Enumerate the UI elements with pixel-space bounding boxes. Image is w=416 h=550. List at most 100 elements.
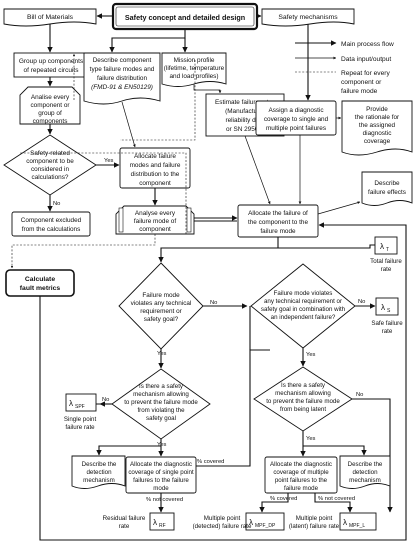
- safety-mechanisms-box: Safety mechanisms: [261, 8, 355, 27]
- svg-text:type failure modes and: type failure modes and: [90, 66, 155, 73]
- provide-rationale-doc: Provide the rationale for the assigned d…: [341, 100, 413, 156]
- svg-text:Group up components: Group up components: [19, 58, 84, 65]
- svg-text:reliability data: reliability data: [225, 117, 265, 124]
- svg-text:Safe failure: Safe failure: [371, 320, 403, 327]
- svg-text:any technical requirement or: any technical requirement or: [264, 298, 342, 305]
- svg-text:(detected) failure rate: (detected) failure rate: [193, 523, 252, 530]
- svg-text:Multiple point: Multiple point: [296, 515, 333, 522]
- mission-profile-doc: Mission profile (lifetime, temperature a…: [161, 52, 227, 87]
- svg-text:safety goal?: safety goal?: [144, 316, 179, 323]
- analyse-failure-modes-loop: Analyse every failure mode of component: [115, 205, 195, 235]
- lambda-safe-box: λ S: [375, 297, 399, 316]
- svg-text:calculations?: calculations?: [32, 174, 69, 181]
- svg-text:the rationale for: the rationale for: [355, 114, 400, 121]
- svg-text:Describe component: Describe component: [93, 57, 152, 64]
- svg-text:detection: detection: [86, 469, 112, 476]
- bill-of-materials-label: Bill of Materials: [27, 14, 74, 21]
- svg-text:λ: λ: [381, 303, 385, 312]
- legend-repeat-2: component or: [341, 79, 382, 86]
- svg-text:(lifetime, temperature: (lifetime, temperature: [164, 65, 225, 72]
- lambda-rf-box: λ RF: [149, 512, 175, 531]
- svg-text:an independent failure?: an independent failure?: [271, 314, 336, 321]
- title-box: Safety concept and detailed design: [111, 2, 259, 31]
- violates-safety-goal-decision: Failure mode violates any technical requ…: [118, 262, 204, 350]
- svg-text:rate: rate: [382, 328, 393, 335]
- svg-text:to prevent the failure mode: to prevent the failure mode: [124, 399, 198, 406]
- svg-text:Allocate the diagnostic: Allocate the diagnostic: [130, 461, 192, 468]
- describe-detection-right-doc: Describe the detection mechanism: [339, 455, 391, 489]
- svg-text:component: component: [139, 180, 171, 187]
- legend-main-flow: Main process flow: [341, 41, 394, 48]
- svg-text:distribution to the: distribution to the: [131, 171, 180, 178]
- svg-text:No: No: [102, 397, 109, 403]
- svg-text:% covered: % covered: [197, 459, 224, 465]
- svg-text:SPF: SPF: [75, 404, 85, 410]
- total-failure-rate-1: Total failure: [370, 258, 402, 265]
- svg-text:component or: component or: [30, 102, 70, 109]
- svg-text:Yes: Yes: [104, 158, 114, 164]
- svg-text:violates any technical: violates any technical: [131, 300, 192, 307]
- svg-text:% not covered: % not covered: [146, 497, 183, 503]
- svg-text:Analyse every: Analyse every: [135, 210, 176, 217]
- svg-text:detection: detection: [352, 469, 378, 476]
- svg-text:from violating the: from violating the: [137, 407, 185, 414]
- svg-text:failure mode of: failure mode of: [134, 218, 176, 225]
- svg-text:component: component: [139, 226, 171, 233]
- svg-text:and load profiles): and load profiles): [169, 73, 218, 80]
- svg-text:T: T: [386, 247, 389, 253]
- svg-text:Describe the: Describe the: [348, 461, 383, 468]
- lambda-total-box: λ T: [374, 236, 398, 255]
- svg-text:to prevent the failure mode: to prevent the failure mode: [266, 398, 340, 405]
- svg-text:% not covered: % not covered: [318, 496, 355, 502]
- svg-text:failure mode: failure mode: [260, 228, 296, 235]
- safety-related-decision: Safety-related component to be considere…: [3, 134, 97, 196]
- svg-text:coverage of single point: coverage of single point: [128, 469, 194, 476]
- svg-text:Is there a safety: Is there a safety: [281, 382, 326, 389]
- svg-text:% covered: % covered: [270, 496, 297, 502]
- svg-text:the assigned: the assigned: [359, 122, 396, 129]
- svg-text:(FMD-91 & EN50129): (FMD-91 & EN50129): [91, 84, 153, 91]
- allocate-failure-box: Allocate the failure of the component to…: [237, 204, 319, 238]
- svg-text:(latent) failure rate: (latent) failure rate: [289, 523, 340, 530]
- svg-text:rate: rate: [119, 523, 130, 530]
- allocate-diagnostic-spf-box: Allocate the diagnostic coverage of sing…: [125, 456, 197, 494]
- svg-text:Failure mode violates: Failure mode violates: [274, 290, 333, 297]
- describe-failure-modes-doc: Describe component type failure modes an…: [83, 52, 161, 105]
- svg-text:or SN 29500): or SN 29500): [226, 126, 264, 133]
- svg-text:failures to the failure: failures to the failure: [133, 477, 189, 484]
- svg-text:component to be: component to be: [26, 158, 74, 165]
- svg-text:considered in: considered in: [31, 166, 69, 173]
- svg-text:from being latent: from being latent: [280, 406, 326, 413]
- svg-text:mechanism: mechanism: [349, 477, 381, 484]
- svg-text:Single point: Single point: [64, 416, 97, 423]
- title-label: Safety concept and detailed design: [125, 13, 245, 22]
- svg-text:Analise every: Analise every: [31, 94, 70, 101]
- svg-text:Residual failure: Residual failure: [103, 515, 146, 522]
- lambda-spf-box: λ SPF: [65, 393, 97, 412]
- safety-mechanisms-label: Safety mechanisms: [278, 14, 338, 21]
- svg-text:multiple point failures: multiple point failures: [266, 125, 326, 132]
- svg-text:λ: λ: [343, 518, 347, 527]
- svg-text:Safety-related: Safety-related: [30, 150, 70, 157]
- svg-text:fault metrics: fault metrics: [20, 285, 61, 292]
- svg-text:the component to the: the component to the: [248, 219, 308, 226]
- svg-text:λ: λ: [249, 518, 253, 527]
- svg-text:S: S: [387, 308, 391, 314]
- svg-text:coverage: coverage: [364, 138, 391, 145]
- legend-repeat-1: Repeat for every: [341, 70, 390, 77]
- svg-text:mechanism allowing: mechanism allowing: [275, 390, 331, 397]
- svg-text:diagnostic: diagnostic: [363, 130, 393, 137]
- legend-repeat-3: failure mode: [341, 88, 378, 95]
- svg-text:Yes: Yes: [157, 351, 167, 357]
- analise-components-loop: Analise every component or group of comp…: [19, 86, 81, 125]
- svg-text:MPF_DP: MPF_DP: [255, 523, 276, 529]
- svg-text:failure rate: failure rate: [65, 424, 95, 431]
- svg-text:λ: λ: [69, 399, 73, 408]
- svg-text:Describe the: Describe the: [82, 461, 117, 468]
- svg-text:Failure mode: Failure mode: [142, 292, 180, 299]
- svg-text:components: components: [33, 118, 68, 125]
- describe-failure-effects-doc: Describe failure effects: [361, 171, 413, 206]
- svg-text:λ: λ: [380, 242, 384, 251]
- group-components-box: Group up components of repeated circuits: [13, 52, 89, 78]
